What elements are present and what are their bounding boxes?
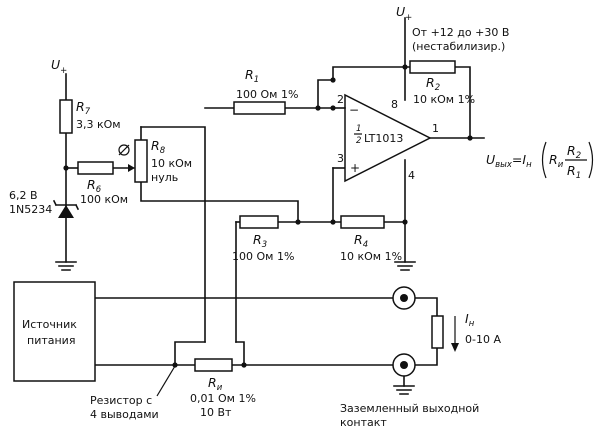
- formula-num: R2: [567, 143, 581, 161]
- opamp-pin-3: 3: [337, 152, 344, 165]
- r4-value: 10 кОм 1%: [340, 250, 402, 263]
- output-jack-bottom: [392, 353, 416, 377]
- output-formula: Uвых=Iн Rи R2 R1: [486, 141, 594, 181]
- r2-value: 10 кОм 1%: [413, 93, 475, 106]
- shunt-name: Rи: [208, 375, 223, 393]
- shunt-pointer-line: [156, 365, 176, 397]
- junction-dot: [63, 165, 69, 171]
- opamp-pin-8: 8: [391, 98, 398, 111]
- resistor-r2: [409, 60, 456, 74]
- junction-dot: [467, 135, 473, 141]
- r6-name: R6: [87, 177, 102, 195]
- junction-dot: [402, 64, 408, 70]
- opamp-pin-4: 4: [408, 169, 415, 182]
- wires: [65, 17, 485, 387]
- r8-null-label: нуль: [151, 171, 178, 184]
- load-current-label: Iн: [465, 311, 475, 329]
- source-line-2: питания: [27, 334, 75, 347]
- junction-dot: [402, 219, 408, 225]
- opamp-half-den: 2: [356, 136, 361, 146]
- resistor-r7: [59, 99, 73, 134]
- r7-value: 3,3 кОм: [76, 118, 121, 131]
- zener-part: 1N5234: [9, 203, 52, 216]
- shunt-power: 10 Вт: [200, 406, 232, 419]
- junction-dots: [63, 64, 473, 368]
- junction-dot: [330, 219, 336, 225]
- adjust-icon: [118, 144, 130, 156]
- opamp-plus: +: [350, 161, 360, 175]
- ground-icon: [394, 261, 416, 271]
- wiper-arrow: [128, 164, 135, 172]
- r7-name: R7: [76, 99, 91, 117]
- formula-den: R1: [567, 163, 581, 181]
- paren-left: [541, 141, 547, 179]
- opamp-minus: −: [349, 103, 359, 117]
- opamp-pin-2: 2: [337, 93, 344, 106]
- source-line-1: Источник: [22, 318, 77, 331]
- supply-note: (нестабилизир.): [412, 40, 505, 53]
- opamp-lt1013: [332, 93, 432, 183]
- formula-lhs: Uвых=Iн: [486, 152, 532, 170]
- shunt-value: 0,01 Ом 1%: [190, 392, 256, 405]
- resistor-r4: [340, 215, 385, 229]
- formula-r: Rи: [549, 152, 564, 170]
- resistor-r6: [77, 161, 114, 175]
- r1-name: R1: [245, 67, 259, 85]
- supply-range: От +12 до +30 В: [412, 26, 509, 39]
- junction-dot: [172, 362, 178, 368]
- r8-name: R8: [151, 138, 166, 156]
- ground-icon: [55, 261, 77, 271]
- load-current-arrow: [431, 315, 459, 352]
- left-supply-label: U+: [51, 57, 67, 76]
- paren-right: [588, 141, 594, 179]
- r8-value: 10 кОм: [151, 157, 192, 170]
- zener-voltage: 6,2 В: [9, 189, 38, 202]
- junction-dot: [241, 362, 247, 368]
- shunt-note-2: 4 выводами: [90, 408, 159, 421]
- junction-dot: [295, 219, 301, 225]
- potentiometer-r8: [134, 139, 148, 183]
- r3-value: 100 Ом 1%: [232, 250, 294, 263]
- ground-icon: [393, 385, 415, 395]
- junction-dot: [315, 105, 321, 111]
- power-source-box: [13, 281, 96, 382]
- ground-note-1: Заземленный выходной: [340, 402, 479, 415]
- opamp-part: LT1013: [364, 132, 403, 145]
- output-jack-top: [392, 286, 416, 310]
- r4-name: R4: [354, 232, 368, 250]
- resistor-r3: [239, 215, 279, 229]
- resistor-r1: [233, 101, 286, 115]
- zener-diode: [52, 199, 80, 218]
- load-range: 0-10 А: [465, 333, 501, 346]
- shunt-note-1: Резистор с: [90, 394, 152, 407]
- r1-value: 100 Ом 1%: [236, 88, 298, 101]
- opamp-pin-1: 1: [432, 122, 439, 135]
- r3-name: R3: [253, 232, 267, 250]
- r2-name: R2: [426, 75, 440, 93]
- right-supply-label: U+: [396, 4, 412, 23]
- r6-value: 100 кОм: [80, 193, 128, 206]
- ground-note-2: контакт: [340, 416, 387, 429]
- opamp-half-num: 1: [356, 124, 361, 134]
- junction-dot: [330, 77, 336, 83]
- shunt-resistor: [194, 358, 233, 372]
